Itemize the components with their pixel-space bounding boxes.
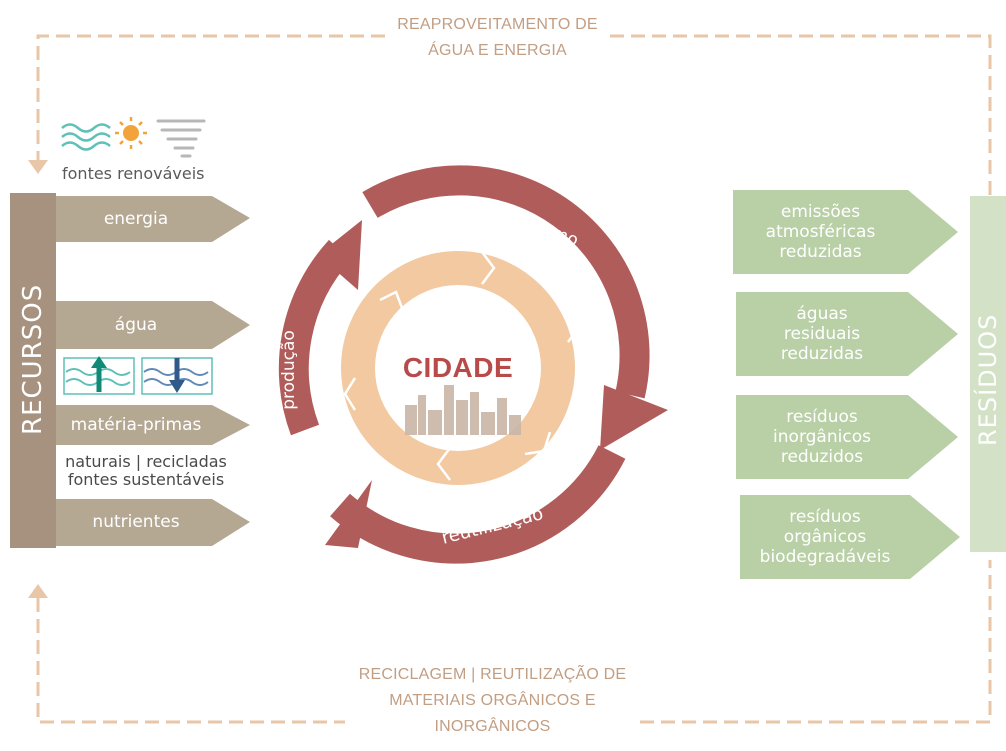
waste-item-organic-line-2: orgânicos: [783, 527, 867, 547]
water-up-icon: [63, 356, 135, 395]
waste-title: RESÍDUOS: [974, 313, 1002, 446]
resource-water: água: [114, 315, 158, 335]
waste-item-emissions-line-1: emissões: [780, 202, 861, 222]
city-label: CIDADE: [402, 352, 514, 383]
waste-item-inorganic-line-2: inorgânicos: [773, 427, 871, 447]
waste-item-wastewater-line-1: águas: [796, 304, 848, 324]
top-loop-label-line-1: REAPROVEITAMENTO DE: [397, 16, 598, 33]
sun-icon: [115, 117, 147, 149]
resources-bar: [10, 193, 56, 548]
waste-item-inorganic-line-3: reduzidos: [780, 447, 864, 467]
waste-item-inorganic: resíduos inorgânicos reduzidos: [736, 407, 908, 467]
inner-cycle-arrows: [343, 251, 582, 481]
bottom-loop-label-line-3: INORGÂNICOS: [434, 718, 551, 735]
wave-icon: [61, 123, 111, 151]
skyline-icon: [405, 385, 521, 435]
bottom-loop-line: [36, 560, 992, 724]
waste-item-wastewater-line-2: residuais: [783, 324, 861, 344]
outer-cycle: [278, 165, 650, 564]
resource-raw-materials: matéria-primas: [70, 415, 202, 435]
renewables-label: fontes renováveis: [62, 164, 205, 183]
top-loop-label: REAPROVEITAMENTO DE ÁGUA E ENERGIA: [385, 12, 610, 64]
bottom-loop-label: RECICLAGEM | REUTILIZAÇÃO DE MATERIAIS O…: [345, 662, 640, 740]
top-loop-arrowhead: [28, 160, 48, 174]
bottom-loop-label-line-1: RECICLAGEM | REUTILIZAÇÃO DE: [358, 666, 627, 683]
tornado-icon: [156, 119, 206, 158]
top-loop-label-line-2: ÁGUA E ENERGIA: [428, 42, 567, 59]
waste-item-emissions-line-2: atmosféricas: [765, 222, 876, 242]
inner-cycle-ring: [341, 251, 575, 485]
resource-energy: energia: [103, 209, 169, 229]
raw-material-note-line-2: fontes sustentáveis: [67, 470, 225, 489]
waste-item-wastewater-line-3: reduzidas: [780, 344, 864, 364]
waste-item-emissions: emissões atmosféricas reduzidas: [733, 202, 908, 262]
bottom-loop-label-line-2: MATERIAIS ORGÂNICOS E: [389, 692, 596, 709]
resource-nutrients: nutrientes: [92, 512, 180, 532]
raw-material-note: naturais | recicladas fontes sustentávei…: [56, 453, 236, 489]
waste-item-organic-line-1: resíduos: [789, 507, 861, 527]
waste-item-wastewater: águas residuais reduzidas: [736, 304, 908, 364]
water-down-icon: [141, 357, 213, 395]
waste-item-emissions-line-3: reduzidas: [779, 242, 862, 262]
raw-material-note-line-1: naturais | recicladas: [65, 452, 227, 471]
bottom-loop-arrowhead: [28, 584, 48, 598]
waste-item-organic-line-3: biodegradáveis: [759, 547, 891, 567]
top-loop-line: [36, 34, 992, 200]
outer-cycle-arrowheads: [318, 220, 668, 548]
resource-arrows: [56, 196, 250, 546]
waste-item-inorganic-line-1: resíduos: [786, 407, 858, 427]
waste-item-organic: resíduos orgânicos biodegradáveis: [740, 507, 910, 567]
